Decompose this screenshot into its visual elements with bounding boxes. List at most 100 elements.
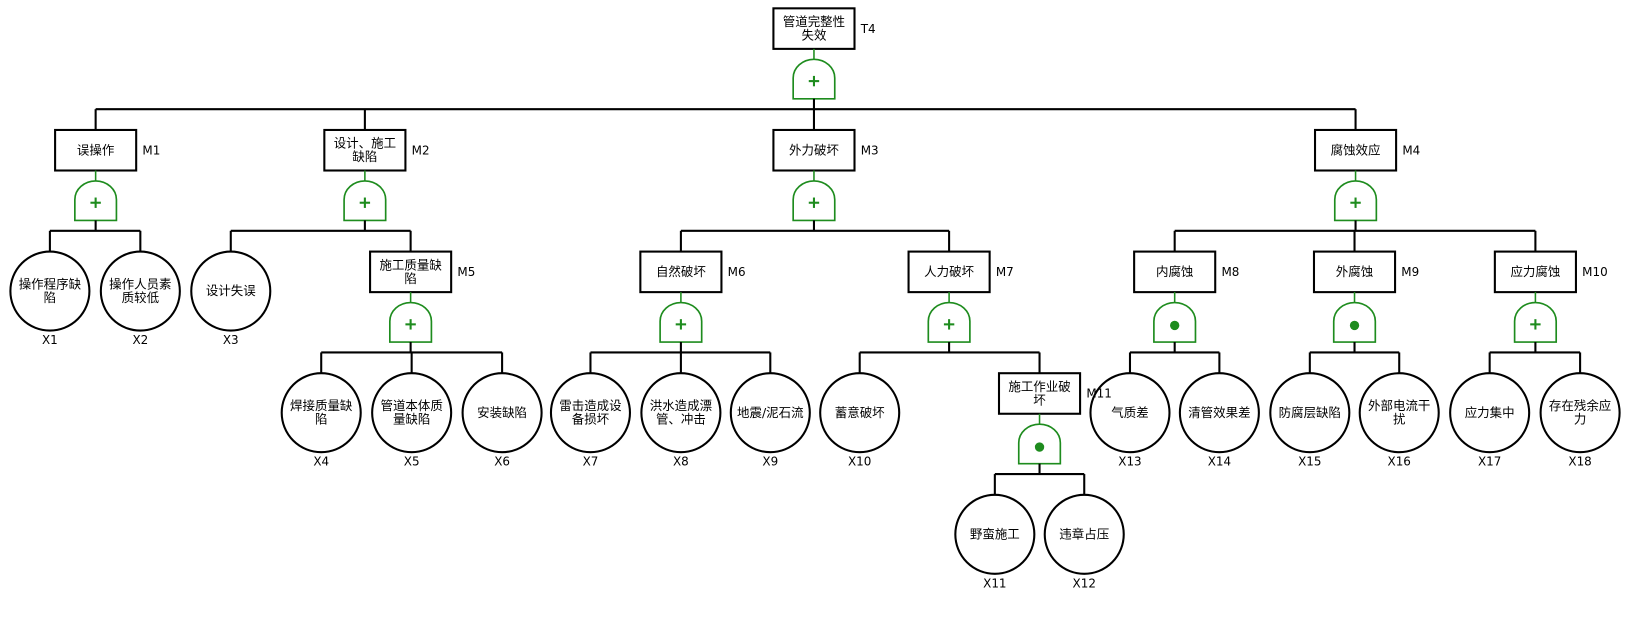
- basic-event-circle: [729, 372, 811, 454]
- event-id-label: M2: [412, 143, 430, 157]
- event-label: 腐蚀效应: [1331, 142, 1381, 157]
- basic-event-id-label: X5: [404, 455, 420, 469]
- event-box: [1312, 250, 1397, 294]
- event-label: 误操作: [77, 142, 114, 157]
- event-node-m6[interactable]: 自然破坏: [639, 250, 723, 343]
- basic-event-x12[interactable]: 违章占压: [1043, 493, 1125, 575]
- basic-event-label: 外部电流干: [1368, 398, 1430, 413]
- basic-event-label: 备损坏: [572, 412, 610, 427]
- event-label: 坏: [1033, 392, 1046, 407]
- or-gate-icon: [792, 180, 836, 222]
- basic-event-label: 地震/泥石流: [737, 405, 804, 420]
- basic-event-label: 雷击造成设: [559, 398, 621, 413]
- event-node-m4[interactable]: 腐蚀效应: [1313, 128, 1398, 222]
- event-id-label: M8: [1221, 265, 1239, 279]
- basic-event-x6[interactable]: 安装缺陷: [461, 372, 543, 454]
- basic-event-circle: [461, 372, 543, 454]
- event-id-label: M10: [1582, 265, 1607, 279]
- basic-event-x15[interactable]: 防腐层缺陷: [1269, 372, 1351, 454]
- or-gate-icon: [388, 301, 433, 343]
- basic-event-circle: [9, 250, 91, 332]
- basic-event-id-label: X16: [1388, 455, 1411, 469]
- basic-event-label: 力: [1574, 412, 1586, 427]
- event-node-m9[interactable]: 外腐蚀: [1312, 250, 1397, 343]
- event-label: 陷: [404, 271, 416, 286]
- event-label: 自然破坏: [656, 264, 706, 279]
- event-id-label: M7: [996, 265, 1014, 279]
- basic-event-label: 扰: [1393, 412, 1406, 427]
- event-id-label: M5: [457, 265, 475, 279]
- basic-event-circle: [1043, 493, 1125, 575]
- or-gate-icon: [927, 301, 971, 343]
- event-box: [1493, 250, 1577, 294]
- or-gate-icon: [792, 58, 836, 100]
- basic-event-label: 清管效果差: [1188, 405, 1250, 420]
- event-node-m1[interactable]: 误操作: [54, 128, 138, 222]
- basic-event-x17[interactable]: 应力集中: [1449, 372, 1531, 454]
- or-gate-icon: [343, 180, 387, 222]
- event-id-label: M1: [142, 143, 160, 157]
- event-id-label: M3: [861, 143, 879, 157]
- basic-event-id-label: X4: [313, 455, 329, 469]
- event-box: [54, 128, 138, 172]
- event-node-m7[interactable]: 人力破坏: [907, 250, 991, 343]
- event-label: 施工作业破: [1008, 379, 1070, 394]
- basic-event-x13[interactable]: 气质差: [1089, 372, 1171, 454]
- basic-event-circle: [280, 372, 362, 454]
- event-label: 外力破坏: [789, 142, 839, 157]
- basic-event-circle: [954, 493, 1036, 575]
- basic-event-x11[interactable]: 野蛮施工: [954, 493, 1036, 575]
- basic-event-label: 安装缺陷: [477, 405, 527, 420]
- event-label: 人力破坏: [924, 264, 974, 279]
- basic-event-x10[interactable]: 蓄意破坏: [819, 372, 901, 454]
- basic-event-x14[interactable]: 清管效果差: [1178, 372, 1260, 454]
- and-gate-icon: [1153, 301, 1197, 343]
- event-label: 缺陷: [352, 149, 377, 164]
- basic-event-label: 设计失误: [206, 283, 256, 298]
- event-node-m3[interactable]: 外力破坏: [772, 128, 856, 222]
- event-node-m8[interactable]: 内腐蚀: [1133, 250, 1217, 343]
- basic-event-circle: [99, 250, 181, 332]
- basic-event-label: 防腐层缺陷: [1279, 405, 1341, 420]
- basic-event-id-label: X6: [494, 455, 510, 469]
- basic-event-circle: [1449, 372, 1531, 454]
- basic-event-circle: [549, 372, 632, 454]
- basic-event-label: 陷: [315, 412, 327, 427]
- basic-event-circle: [1089, 372, 1171, 454]
- basic-event-id-label: X11: [983, 576, 1006, 590]
- event-label: 失效: [801, 28, 826, 43]
- and-gate-icon: [1332, 301, 1377, 343]
- basic-event-label: 管道本体质: [380, 398, 442, 413]
- event-node-m10[interactable]: 应力腐蚀: [1493, 250, 1577, 343]
- basic-event-id-label: X1: [42, 333, 58, 347]
- basic-event-label: 洪水造成漂: [650, 398, 712, 413]
- basic-event-label: 蓄意破坏: [835, 405, 885, 420]
- event-label: 管道完整性: [783, 14, 845, 29]
- basic-event-id-label: X17: [1478, 455, 1501, 469]
- basic-event-id-label: X15: [1298, 455, 1321, 469]
- basic-event-x9[interactable]: 地震/泥石流: [729, 372, 811, 454]
- basic-event-label: 焊接质量缺: [290, 398, 353, 413]
- basic-event-circle: [640, 372, 722, 454]
- basic-event-label: 管、冲击: [656, 412, 706, 427]
- basic-event-label: 操作程序缺: [19, 276, 82, 291]
- basic-event-id-label: X10: [848, 455, 871, 469]
- basic-event-id-label: X7: [583, 455, 599, 469]
- basic-event-x3[interactable]: 设计失误: [190, 250, 272, 332]
- basic-event-label: 质较低: [122, 290, 160, 305]
- basic-event-id-label: X14: [1208, 455, 1231, 469]
- basic-event-circle: [1539, 372, 1621, 454]
